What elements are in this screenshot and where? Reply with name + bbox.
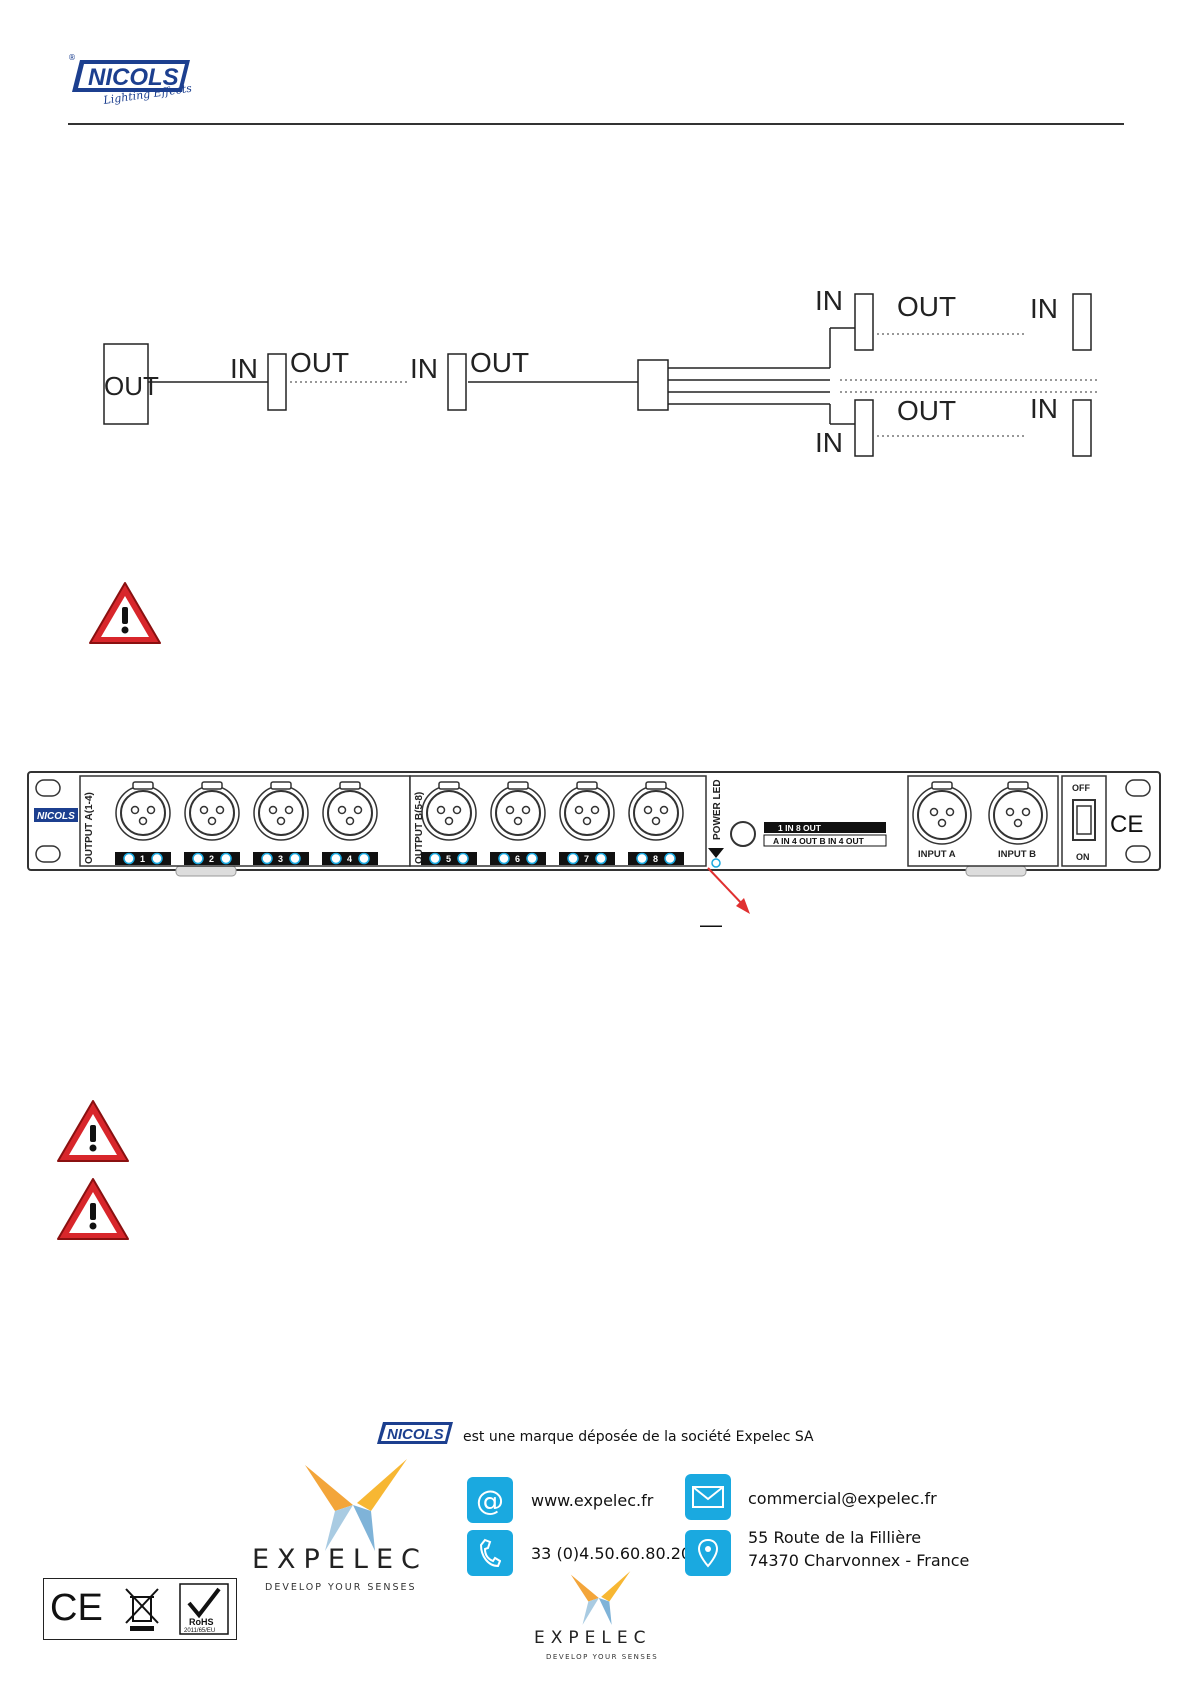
output-number-tab: 2	[184, 852, 240, 865]
footer-brand-text: NICOLS	[387, 1426, 444, 1443]
mail-icon	[685, 1474, 731, 1520]
xlr-output-1	[115, 781, 171, 841]
certification-box: CE RoHS 2011/65/EU	[43, 1578, 237, 1640]
rohs-subtext: 2011/65/EU	[184, 1628, 215, 1634]
location-pin-icon	[685, 1530, 731, 1576]
xlr-output-2	[184, 781, 240, 841]
controller-box	[103, 343, 149, 425]
top-in1-label: IN	[815, 285, 843, 316]
output-number-tab: 6	[490, 852, 546, 865]
top-device-2	[1072, 293, 1092, 351]
expelec-small-tagline: DEVELOP YOUR SENSES	[546, 1653, 659, 1661]
output-number-tab: 3	[253, 852, 309, 865]
top-in2-label: IN	[1030, 293, 1058, 324]
device-b-out-label: OUT	[470, 347, 529, 378]
pointer-arrow	[707, 867, 750, 914]
weee-bin-icon	[125, 1588, 159, 1631]
output-number-tab: 7	[559, 852, 615, 865]
dmx-daisy-chain-diagram: OUT IN OUT IN OUT IN OUT IN IN OUT IN	[103, 285, 1100, 458]
address-line-1: 55 Route de la Fillière	[748, 1528, 922, 1547]
splitter-box	[637, 359, 669, 411]
top-device-1	[854, 293, 874, 351]
output-number: 2	[209, 854, 214, 864]
output-number: 1	[140, 854, 145, 864]
rear-logo-text: NICOLS	[37, 811, 75, 822]
expelec-small-star-logo	[570, 1571, 631, 1625]
warning-icon	[89, 582, 161, 644]
phone-number: 33 (0)4.50.60.80.20	[531, 1544, 692, 1563]
bot-device-2	[1072, 399, 1092, 457]
input-a-label: INPUT A	[918, 849, 956, 860]
output-number: 5	[446, 854, 451, 864]
xlr-input-a	[912, 781, 972, 845]
output-number: 7	[584, 854, 589, 864]
bot-out-label: OUT	[897, 395, 956, 426]
nicols-logo: ® NICOLS Lighting Effects	[66, 52, 196, 112]
output-number-tab: 8	[628, 852, 684, 865]
expelec-small-name: EXPELEC	[534, 1628, 652, 1648]
warning-icon	[57, 1100, 129, 1162]
device-a-box	[267, 353, 287, 411]
input-b-label: INPUT B	[998, 849, 1036, 860]
output-b-label: OUTPUT B(5-8)	[414, 792, 425, 864]
rear-ce-mark: CE	[1110, 811, 1143, 838]
controller-out-label: OUT	[104, 371, 159, 401]
bot-in2-label: IN	[1030, 393, 1058, 424]
xlr-output-4	[322, 781, 378, 841]
email-link[interactable]: commercial@expelec.fr	[748, 1489, 937, 1508]
output-number: 3	[278, 854, 283, 864]
output-number: 8	[653, 854, 658, 864]
bot-device-1	[854, 399, 874, 457]
device-a-in-label: IN	[230, 353, 258, 384]
rohs-text: RoHS	[189, 1617, 214, 1627]
output-number-tab: 1	[115, 852, 171, 865]
mode-2-label: A IN 4 OUT B IN 4 OUT	[773, 836, 865, 846]
device-a-out-label: OUT	[290, 347, 349, 378]
expelec-name: EXPELEC	[252, 1544, 428, 1575]
at-icon: @	[467, 1477, 513, 1523]
ce-mark: CE	[50, 1587, 103, 1629]
switch-on-label: ON	[1076, 852, 1090, 862]
output-number: 6	[515, 854, 520, 864]
phone-icon	[467, 1530, 513, 1576]
xlr-input-b	[988, 781, 1048, 845]
power-led-label: POWER LED	[712, 779, 723, 840]
rohs-check-icon: RoHS 2011/65/EU	[179, 1583, 229, 1635]
trademark-text: est une marque déposée de la société Exp…	[463, 1429, 814, 1445]
device-b-in-label: IN	[410, 353, 438, 384]
output-number: 4	[347, 854, 352, 864]
svg-text:®: ®	[68, 53, 76, 62]
xlr-output-7	[559, 781, 615, 841]
expelec-tagline: DEVELOP YOUR SENSES	[265, 1582, 417, 1593]
top-out-label: OUT	[897, 291, 956, 322]
warning-icon	[57, 1178, 129, 1240]
footer-nicols-logo: NICOLS	[377, 1422, 453, 1444]
logo-text: NICOLS	[88, 64, 179, 91]
pointer-mark: —	[700, 912, 722, 937]
rear-panel-diagram: NICOLS OUTPUT A(1-4) OUTPUT B(5-8) 1 2 3 4 5…	[27, 771, 1161, 877]
output-a-label: OUTPUT A(1-4)	[84, 792, 95, 864]
mode-1-label: 1 IN 8 OUT	[778, 823, 822, 833]
expelec-star-logo	[305, 1459, 407, 1551]
xlr-output-6	[490, 781, 546, 841]
website-link[interactable]: www.expelec.fr	[531, 1491, 654, 1510]
switch-off-label: OFF	[1072, 783, 1090, 793]
bot-in1-label: IN	[815, 427, 843, 458]
output-number-tab: 5	[421, 852, 477, 865]
xlr-output-3	[253, 781, 309, 841]
address-line-2: 74370 Charvonnex - France	[748, 1551, 970, 1570]
header-divider	[68, 123, 1124, 125]
xlr-output-8	[628, 781, 684, 841]
output-number-tab: 4	[322, 852, 378, 865]
xlr-output-5	[421, 781, 477, 841]
device-b-box	[447, 353, 467, 411]
